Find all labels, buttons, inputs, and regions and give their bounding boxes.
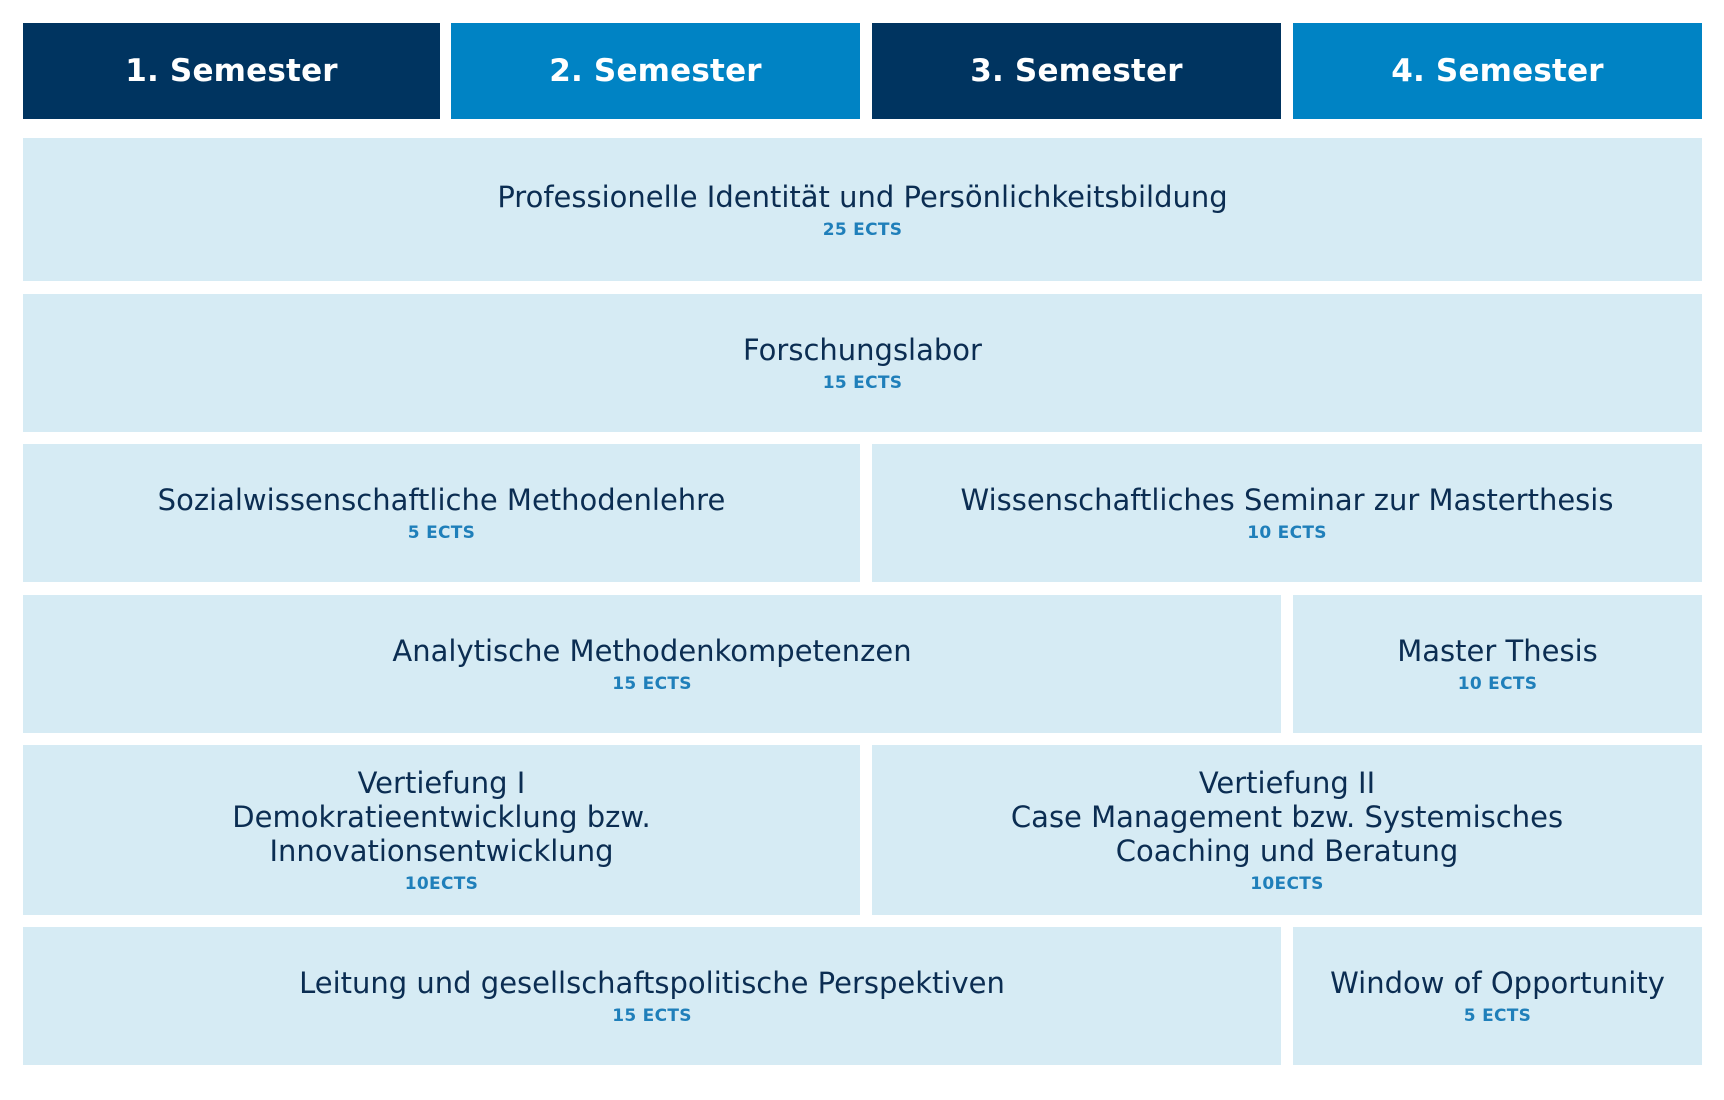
module-title: Professionelle Identität und Persönlichk… [497,179,1228,214]
semester-header-label: 1. Semester [125,53,338,89]
module-vertiefung-1: Vertiefung I Demokratieentwicklung bzw. … [23,745,860,915]
semester-header-label: 4. Semester [1391,53,1604,89]
module-vertiefung-2: Vertiefung II Case Management bzw. Syste… [872,745,1702,915]
module-title: Leitung und gesellschaftspolitische Pers… [299,966,1005,1000]
module-ects: 10ECTS [1250,874,1324,894]
semester-header-label: 3. Semester [970,53,1183,89]
module-professionelle-identitaet: Professionelle Identität und Persönlichk… [23,138,1702,281]
module-ects: 15 ECTS [612,1006,692,1026]
module-methodenlehre: Sozialwissenschaftliche Methodenlehre 5 … [23,444,860,582]
module-master-thesis: Master Thesis 10 ECTS [1293,595,1702,733]
module-title: Vertiefung I Demokratieentwicklung bzw. … [232,766,651,868]
module-title: Window of Opportunity [1330,966,1665,1000]
module-title: Vertiefung II Case Management bzw. Syste… [1010,766,1564,868]
module-forschungslabor: Forschungslabor 15 ECTS [23,294,1702,432]
module-ects: 10 ECTS [1457,674,1538,694]
module-title: Sozialwissenschaftliche Methodenlehre [157,483,726,517]
module-analytische-methoden: Analytische Methodenkompetenzen 15 ECTS [23,595,1281,733]
module-seminar-masterthesis: Wissenschaftliches Seminar zur Masterthe… [872,444,1702,582]
module-title: Master Thesis [1397,634,1598,668]
module-title: Forschungslabor [743,333,982,367]
module-ects: 15 ECTS [822,373,903,393]
semester-header-3: 3. Semester [872,23,1281,119]
module-ects: 15 ECTS [612,674,692,694]
semester-header-4: 4. Semester [1293,23,1702,119]
module-window-of-opportunity: Window of Opportunity 5 ECTS [1293,927,1702,1065]
semester-header-label: 2. Semester [549,53,762,89]
module-title: Wissenschaftliches Seminar zur Masterthe… [960,483,1614,517]
module-ects: 10 ECTS [1247,523,1327,543]
module-ects: 10ECTS [404,874,479,894]
semester-header-2: 2. Semester [451,23,860,119]
module-ects: 25 ECTS [822,219,903,240]
module-leitung: Leitung und gesellschaftspolitische Pers… [23,927,1281,1065]
semester-header-1: 1. Semester [23,23,440,119]
module-title: Analytische Methodenkompetenzen [392,634,912,668]
module-ects: 5 ECTS [1463,1006,1532,1026]
module-ects: 5 ECTS [407,523,476,543]
